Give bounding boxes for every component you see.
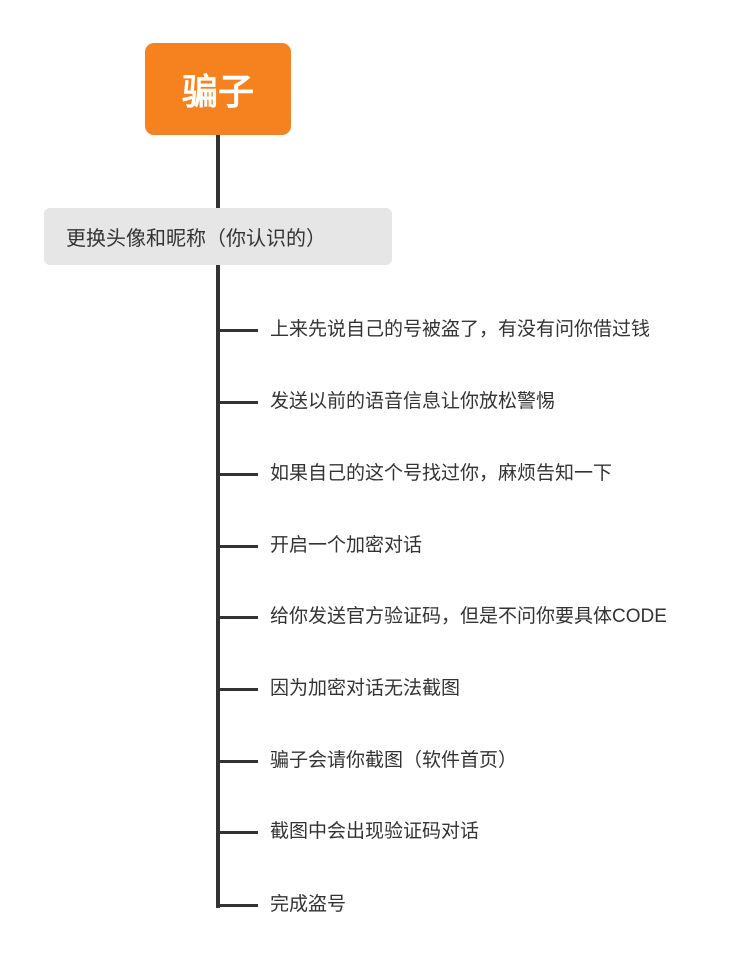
branch-line: [216, 831, 258, 834]
branch-line: [216, 904, 258, 907]
branch-line: [216, 329, 258, 332]
branch-line: [216, 760, 258, 763]
branch-line: [216, 473, 258, 476]
branch-line: [216, 401, 258, 404]
branch-line: [216, 545, 258, 548]
step-item: 发送以前的语音信息让你放松警惕: [270, 391, 556, 412]
step-item: 完成盗号: [270, 894, 347, 915]
step-item: 开启一个加密对话: [270, 535, 423, 556]
step-item: 如果自己的这个号找过你，麻烦告知一下: [270, 463, 613, 484]
subtopic-label: 更换头像和昵称（你认识的）: [66, 228, 326, 250]
step-item: 因为加密对话无法截图: [270, 678, 461, 699]
step-item: 骗子会请你截图（软件首页）: [270, 750, 518, 771]
connector-line: [216, 135, 220, 208]
root-topic: 骗子: [145, 43, 291, 135]
step-item: 给你发送官方验证码，但是不问你要具体CODE: [270, 606, 667, 627]
tree-trunk-line: [216, 265, 220, 908]
step-item: 截图中会出现验证码对话: [270, 821, 480, 842]
branch-line: [216, 616, 258, 619]
step-item: 上来先说自己的号被盗了，有没有问你借过钱: [270, 319, 651, 340]
branch-line: [216, 688, 258, 691]
subtopic-box: 更换头像和昵称（你认识的）: [44, 208, 392, 265]
